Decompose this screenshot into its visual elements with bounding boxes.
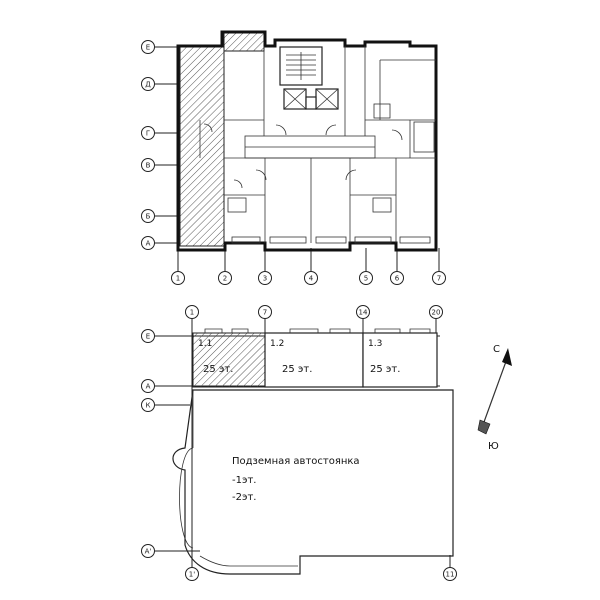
svg-text:1: 1	[176, 275, 180, 283]
svg-text:А: А	[146, 240, 151, 248]
svg-text:20: 20	[432, 309, 441, 317]
site-axis-bubble-col-7: 7	[258, 305, 272, 319]
floor-plan-row-axis-lines	[155, 46, 178, 244]
site-axis-bubble-row-a-prime: А'	[141, 544, 155, 558]
north-label: С	[493, 344, 500, 355]
axis-bubble-col-4: 4	[304, 271, 318, 285]
floor-plan: Е Д Г В Б А 1 2 3 4 5 6 7	[141, 30, 446, 285]
section-number: 1.1	[198, 339, 212, 349]
axis-bubble-row-v: В	[141, 158, 155, 172]
interior-partitions	[199, 46, 436, 243]
svg-text:Е: Е	[146, 333, 150, 341]
parking-title: Подземная автостоянка	[232, 456, 360, 467]
highlighted-apartment-upper	[223, 32, 265, 52]
floor-plan-column-axis-lines	[177, 248, 440, 271]
bathroom	[227, 197, 247, 213]
svg-text:1': 1'	[189, 571, 195, 579]
site-axis-bubble-col-20: 20	[429, 305, 443, 319]
section-floors: 25 эт.	[370, 364, 400, 375]
highlighted-apartment	[179, 45, 225, 247]
balcony	[231, 236, 261, 244]
site-axis-bubble-col-14: 14	[356, 305, 370, 319]
site-axis-bubble-col-1: 1	[185, 305, 199, 319]
balcony	[399, 236, 431, 244]
axis-bubble-col-6: 6	[390, 271, 404, 285]
south-label: Ю	[488, 441, 499, 452]
svg-text:Г: Г	[146, 130, 150, 138]
axis-bubble-col-2: 2	[218, 271, 232, 285]
south-arrow-tail-icon	[477, 419, 491, 435]
door-swings	[203, 123, 403, 189]
north-arrow-head-icon	[502, 348, 512, 366]
section-floors: 25 эт.	[203, 364, 233, 375]
svg-text:5: 5	[364, 275, 368, 283]
axis-bubble-row-g: Г	[141, 126, 155, 140]
balcony	[354, 236, 392, 244]
balcony	[315, 236, 347, 244]
svg-text:14: 14	[359, 309, 368, 317]
svg-text:6: 6	[395, 275, 400, 283]
svg-text:4: 4	[309, 275, 314, 283]
underground-parking: Подземная автостоянка -1эт. -2эт.	[172, 389, 454, 575]
axis-bubble-col-7: 7	[432, 271, 446, 285]
svg-text:7: 7	[263, 309, 267, 317]
axis-bubble-row-e: Е	[141, 40, 155, 54]
svg-text:2: 2	[223, 275, 227, 283]
axis-bubble-col-3: 3	[258, 271, 272, 285]
axis-bubble-row-b: Б	[141, 209, 155, 223]
axis-bubble-row-d: Д	[141, 77, 155, 91]
svg-text:А': А'	[145, 548, 152, 556]
bathroom	[373, 103, 391, 119]
stair-treads	[286, 52, 316, 80]
axis-bubble-row-a: А	[141, 236, 155, 250]
svg-text:В: В	[146, 162, 151, 170]
site-plan: 1 7 14 20 Е А К А' 1' 11 1.1 25 эт.	[141, 305, 457, 581]
axis-bubble-col-1: 1	[171, 271, 185, 285]
svg-text:А: А	[146, 383, 151, 391]
section-floors: 25 эт.	[282, 364, 312, 375]
svg-text:Б: Б	[146, 213, 151, 221]
svg-text:К: К	[146, 402, 151, 410]
site-axis-bubble-row-a: А	[141, 379, 155, 393]
section-1-1: 1.1 25 эт.	[192, 328, 266, 388]
svg-text:7: 7	[437, 275, 441, 283]
section-number: 1.3	[368, 339, 382, 349]
section-1-3: 1.3 25 эт.	[362, 328, 438, 388]
bathroom	[372, 197, 392, 213]
parking-level-1: -1эт.	[232, 475, 256, 486]
site-axis-bubble-col-1-prime: 1'	[185, 567, 199, 581]
north-arrow: С Ю	[477, 344, 512, 452]
parking-level-2: -2эт.	[232, 492, 256, 503]
section-1-2: 1.2 25 эт.	[264, 328, 364, 388]
floor-plan-walls	[176, 30, 438, 252]
site-axis-bubble-col-11: 11	[443, 567, 457, 581]
site-axis-bubble-row-k: К	[141, 398, 155, 412]
svg-text:Е: Е	[146, 44, 150, 52]
svg-text:1: 1	[190, 309, 194, 317]
site-axis-bubble-row-e: Е	[141, 329, 155, 343]
bathroom	[413, 121, 435, 153]
elevator-shaft-small	[305, 96, 317, 110]
balcony	[269, 236, 307, 244]
section-number: 1.2	[270, 339, 284, 349]
svg-text:Д: Д	[145, 81, 151, 89]
svg-text:3: 3	[263, 275, 267, 283]
axis-bubble-col-5: 5	[359, 271, 373, 285]
svg-text:11: 11	[446, 571, 455, 579]
